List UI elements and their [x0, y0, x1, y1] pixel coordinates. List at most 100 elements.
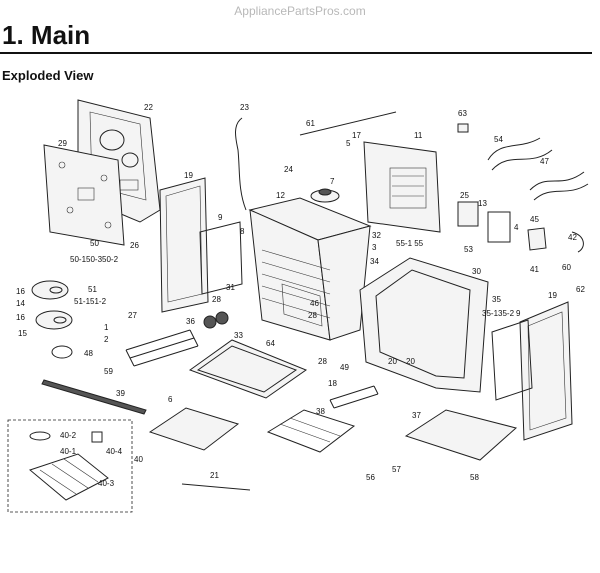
part-40-4 [91, 431, 103, 443]
part-basket-40-1 [28, 453, 109, 501]
label-1: 1 [104, 323, 109, 332]
label-50: 50 [90, 239, 99, 248]
label-26: 26 [130, 241, 139, 250]
part-number-labels: 22 29 19 23 61 5 17 11 63 54 47 24 7 12 … [16, 103, 585, 488]
label-35-sub: 35-135-2 [482, 309, 515, 318]
label-4: 4 [514, 223, 519, 232]
label-3: 3 [372, 243, 377, 252]
part-door-glass-left [199, 221, 243, 295]
part-tray-6 [148, 407, 240, 451]
label-29: 29 [58, 139, 67, 148]
label-12: 12 [276, 191, 285, 200]
part-40-2 [29, 431, 51, 441]
part-wire-harness-47 [529, 171, 589, 201]
label-18: 18 [328, 379, 337, 388]
part-burner-upper [31, 280, 69, 300]
label-40-2: 40-2 [60, 431, 77, 440]
label-49: 49 [340, 363, 349, 372]
part-element-18 [329, 385, 379, 409]
label-40: 40 [134, 455, 143, 464]
part-filter-4 [487, 211, 511, 243]
label-48: 48 [84, 349, 93, 358]
part-pan-37 [404, 409, 518, 461]
label-38: 38 [316, 407, 325, 416]
label-47: 47 [540, 157, 549, 166]
label-13: 13 [478, 199, 487, 208]
label-51: 51 [88, 285, 97, 294]
label-45: 45 [530, 215, 539, 224]
part-45 [527, 227, 547, 251]
label-17: 17 [352, 131, 361, 140]
part-knobs [203, 311, 229, 329]
part-oven-cavity [248, 197, 372, 341]
label-14: 14 [16, 299, 25, 308]
label-28b: 28 [308, 311, 317, 320]
watermark: AppliancePartsPros.com [234, 4, 366, 18]
part-rack-38 [266, 409, 356, 453]
part-rear-panel-right [363, 141, 441, 233]
label-32: 32 [372, 231, 381, 240]
label-16a: 16 [16, 287, 25, 296]
label-22: 22 [144, 103, 153, 112]
label-21: 21 [210, 471, 219, 480]
part-wire-42 [571, 231, 584, 253]
label-39: 39 [116, 389, 125, 398]
label-15: 15 [18, 329, 27, 338]
label-20b: 20 [406, 357, 415, 366]
part-63 [457, 123, 469, 133]
label-9a: 9 [218, 213, 223, 222]
part-wire-harness-54 [487, 137, 553, 171]
label-27: 27 [128, 311, 137, 320]
label-55: 55-1 55 [396, 239, 424, 248]
label-42: 42 [568, 233, 577, 242]
label-19a: 19 [184, 171, 193, 180]
label-6: 6 [168, 395, 173, 404]
label-30: 30 [472, 267, 481, 276]
label-28c: 28 [318, 357, 327, 366]
part-heating-element-27 [125, 329, 199, 367]
part-door-glass-right [491, 319, 533, 401]
part-burner-lower [35, 310, 73, 330]
part-rear-cover [43, 144, 125, 246]
label-50-sub: 50-150-350-2 [70, 255, 119, 264]
label-40-3: 40-3 [98, 479, 115, 488]
label-8: 8 [240, 227, 245, 236]
title-rule [0, 52, 592, 54]
page-title: 1. Main [2, 20, 91, 50]
label-33: 33 [234, 331, 243, 340]
label-7: 7 [330, 177, 335, 186]
label-23: 23 [240, 103, 249, 112]
part-side-panel-right [519, 301, 573, 441]
label-16b: 16 [16, 313, 25, 322]
label-19b: 19 [548, 291, 557, 300]
label-61: 61 [306, 119, 315, 128]
label-56: 56 [366, 473, 375, 482]
part-side-panel-left [159, 177, 209, 313]
label-5: 5 [346, 139, 351, 148]
part-wire-23 [235, 117, 247, 211]
label-11: 11 [414, 131, 423, 140]
label-59: 59 [104, 367, 113, 376]
label-36: 36 [186, 317, 195, 326]
label-54: 54 [494, 135, 503, 144]
part-board-25 [457, 201, 479, 227]
label-31: 31 [226, 283, 235, 292]
part-rod-21 [181, 483, 251, 491]
part-outer-cabinet [359, 257, 489, 393]
part-trim-39 [41, 379, 147, 415]
part-wire-61 [299, 111, 397, 136]
label-40-4: 40-4 [106, 447, 123, 456]
label-28a: 28 [212, 295, 221, 304]
label-53: 53 [464, 245, 473, 254]
label-35: 35 [492, 295, 501, 304]
label-51-sub: 51-151-2 [74, 297, 107, 306]
part-drawer [188, 339, 308, 399]
label-46: 46 [310, 299, 319, 308]
label-58: 58 [470, 473, 479, 482]
label-20a: 20 [388, 357, 397, 366]
label-57: 57 [392, 465, 401, 474]
part-fan-motor [310, 188, 340, 203]
label-60: 60 [562, 263, 571, 272]
label-37: 37 [412, 411, 421, 420]
